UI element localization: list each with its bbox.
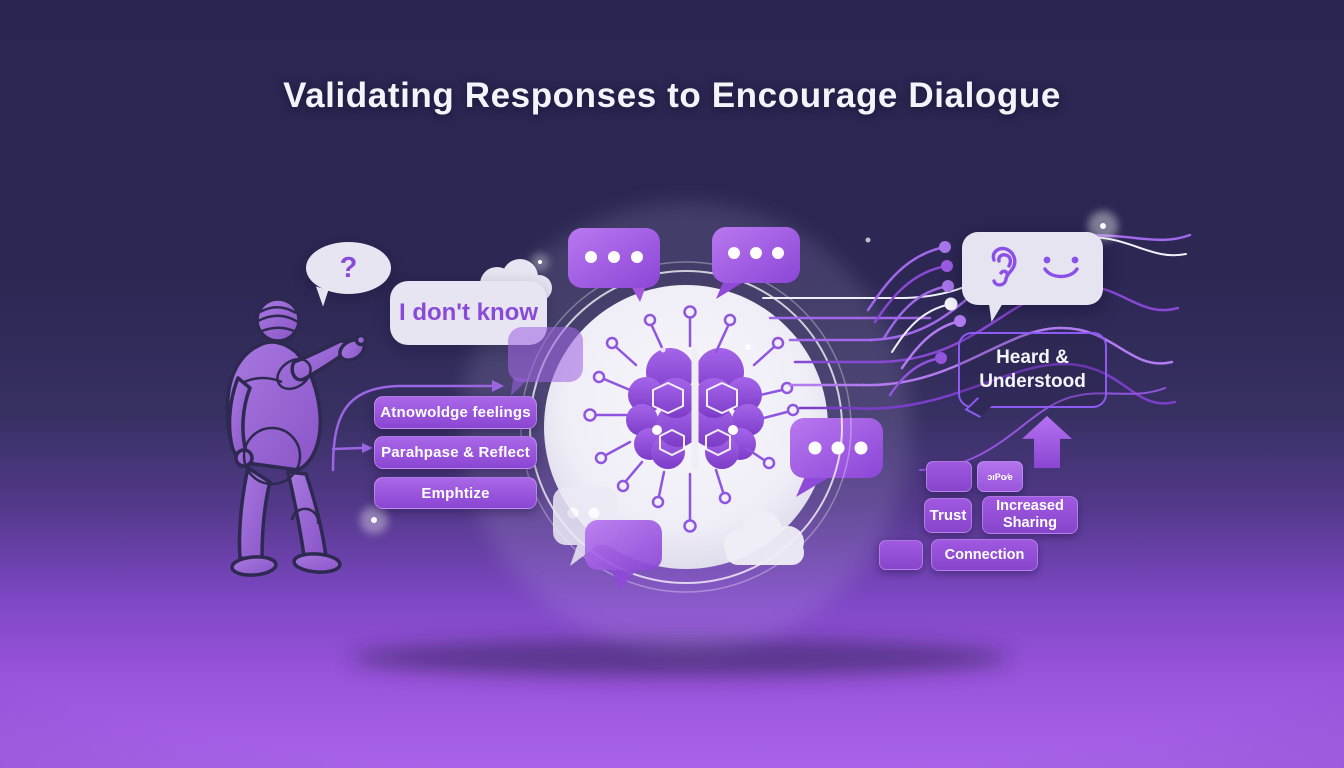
robot-figure <box>225 297 368 577</box>
ground-shadow <box>350 639 1010 677</box>
question-mark-icon: ? <box>339 251 358 284</box>
circuit-lines <box>583 305 800 533</box>
smile-icon <box>1042 256 1079 278</box>
bubble-small-purple <box>585 520 662 590</box>
flow-arrows <box>331 380 504 472</box>
outcome-box-blank-2 <box>879 540 923 570</box>
outcome-box-blank <box>926 461 972 492</box>
typing-bubble-top-right <box>712 227 800 299</box>
outcome-increased-sharing: Increased Sharing <box>982 496 1078 534</box>
heard-understood-text: Heard & Understood <box>979 346 1086 392</box>
ear-icon <box>991 246 1016 287</box>
cloud-icon <box>724 511 804 565</box>
page-title: Validating Responses to Encourage Dialog… <box>283 76 1061 115</box>
outcome-trust: Trust <box>924 498 972 533</box>
brain-icon <box>626 348 764 470</box>
technique-acknowledge: Atnowoldge feelings <box>374 396 537 429</box>
technique-empathize: Emphtize <box>374 477 537 509</box>
typing-bubble-right <box>790 418 883 497</box>
outcome-box-mini: ɔıPo⁄e <box>977 461 1023 492</box>
question-bubble: ? <box>306 242 391 294</box>
statement-text: I don't know <box>398 299 539 326</box>
outcome-connection: Connection <box>931 539 1038 571</box>
listening-bubble <box>962 232 1103 305</box>
typing-bubble-top-left <box>568 228 660 302</box>
technique-paraphrase: Parahpase & Reflect <box>374 436 537 469</box>
faded-reply-bubble <box>508 327 583 382</box>
heard-understood-bubble: Heard & Understood <box>958 332 1107 408</box>
